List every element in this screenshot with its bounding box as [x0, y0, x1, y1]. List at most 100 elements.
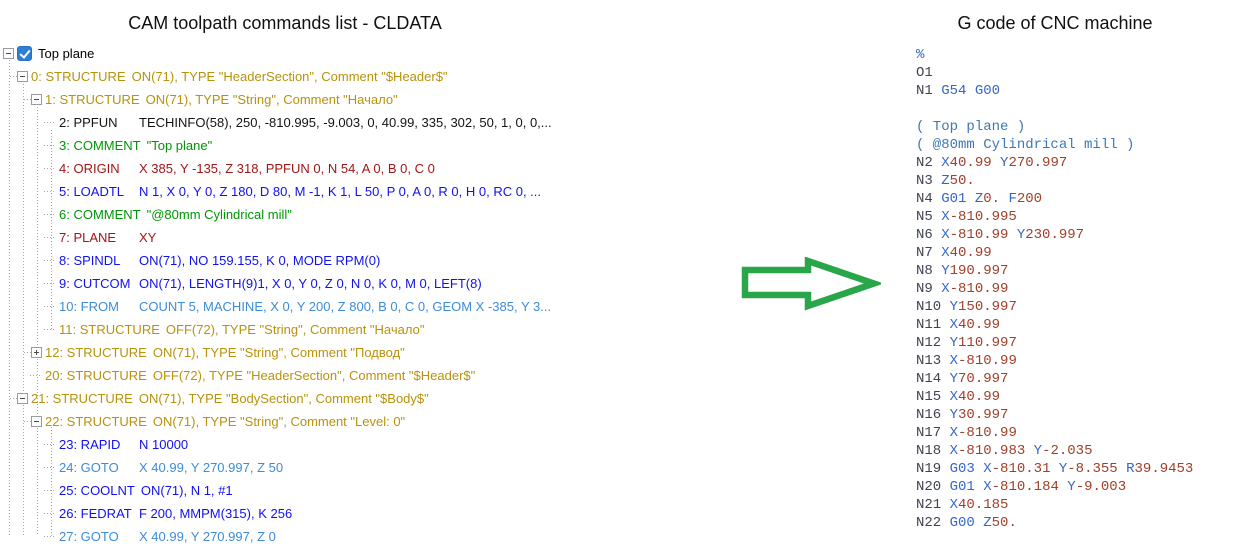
gcode-token: Y: [949, 299, 959, 315]
command-label: 1: STRUCTURE: [45, 92, 140, 107]
gcode-token: -810.99: [949, 281, 1009, 297]
gcode-token: Y: [949, 335, 959, 351]
tree-row-1[interactable]: 1: STRUCTURE ON(71), TYPE "String", Comme…: [0, 88, 740, 111]
gcode-token: R: [1126, 461, 1135, 477]
gcode-token: 40.99: [949, 245, 992, 261]
checkbox-top-plane[interactable]: [17, 46, 32, 61]
gcode-token: X: [949, 443, 959, 459]
gcode-token: 200: [1016, 191, 1043, 207]
command-params: ON(71), NO 159.155, K 0, MODE RPM(0): [139, 253, 381, 268]
gcode-token: N14: [916, 371, 942, 387]
tree-connector-line: [44, 467, 56, 468]
tree-row-23[interactable]: 23: RAPID N 10000: [0, 433, 740, 456]
gcode-line: N16 Y30.997: [916, 406, 1193, 424]
gcode-token: X: [941, 281, 950, 297]
gcode-token: -810.31: [991, 461, 1051, 477]
gcode-token: N3: [916, 173, 933, 189]
gcode-token: Y: [941, 263, 950, 279]
command-params: "@80mm Cylindrical mill": [146, 207, 292, 222]
command-params: N 10000: [139, 437, 189, 452]
gcode-token: N5: [916, 209, 933, 225]
expander-plus-icon[interactable]: [31, 347, 42, 358]
gcode-token: N4: [916, 191, 933, 207]
expander-minus-icon[interactable]: [31, 416, 42, 427]
green-arrow-right-icon: [741, 257, 881, 311]
gcode-token: X: [941, 227, 950, 243]
tree-connector-line: [44, 329, 56, 330]
gcode-line: O1: [916, 64, 1193, 82]
gcode-token: X: [949, 353, 959, 369]
command-params: COUNT 5, MACHINE, X 0, Y 200, Z 800, B 0…: [139, 299, 552, 314]
command-label: 3: COMMENT: [59, 138, 141, 153]
tree-connector-line: [44, 490, 56, 491]
left-panel-title: CAM toolpath commands list - CLDATA: [128, 13, 442, 33]
command-params: TECHINFO(58), 250, -810.995, -9.003, 0, …: [139, 115, 552, 130]
tree-connector-line: [10, 398, 17, 399]
command-label: 22: STRUCTURE: [45, 414, 147, 429]
gcode-line: N2 X40.99 Y270.997: [916, 154, 1193, 172]
gcode-token: F: [1008, 191, 1017, 207]
gcode-line: N12 Y110.997: [916, 334, 1193, 352]
gcode-token: 40.99: [958, 317, 1001, 333]
tree-row-6[interactable]: 6: COMMENT"@80mm Cylindrical mill": [0, 203, 740, 226]
tree-connector-line: [44, 444, 56, 445]
expander-minus-icon[interactable]: [17, 71, 28, 82]
command-params: OFF(72), TYPE "HeaderSection", Comment "…: [152, 368, 476, 383]
gcode-token: 50.: [949, 173, 975, 189]
command-params: XY: [139, 230, 157, 245]
gcode-token: ( @80mm Cylindrical mill ): [916, 137, 1135, 153]
gcode-token: -810.99: [958, 425, 1017, 441]
expander-minus-icon[interactable]: [3, 48, 14, 59]
command-label: 9: CUTCOM: [59, 276, 131, 291]
gcode-line: N18 X-810.983 Y-2.035: [916, 442, 1193, 460]
command-label: 25: COOLNT: [59, 483, 135, 498]
command-params: X 385, Y -135, Z 318, PPFUN 0, N 54, A 0…: [139, 161, 435, 176]
gcode-token: 270.997: [1008, 155, 1068, 171]
gcode-token: Y: [1000, 155, 1009, 171]
gcode-token: N2: [916, 155, 933, 171]
gcode-token: %: [916, 47, 925, 63]
tree-connector-line: [24, 352, 31, 353]
tree-root-label: Top plane: [38, 46, 95, 61]
gcode-token: X: [949, 425, 959, 441]
gcode-line: %: [916, 46, 1193, 64]
tree-connector-line: [44, 237, 56, 238]
gcode-line: N5 X-810.995: [916, 208, 1193, 226]
command-label: 23: RAPID: [59, 437, 121, 452]
gcode-line: N10 Y150.997: [916, 298, 1193, 316]
tree-connector-line: [24, 99, 31, 100]
tree-guide-line: [23, 84, 24, 536]
gcode-token: N15: [916, 389, 942, 405]
tree-row-3[interactable]: 3: COMMENT"Top plane": [0, 134, 740, 157]
command-label: 10: FROM: [59, 299, 119, 314]
expander-minus-icon[interactable]: [17, 393, 28, 404]
gcode-token: 50.: [991, 515, 1017, 531]
tree-row-10[interactable]: 10: FROM COUNT 5, MACHINE, X 0, Y 200, Z …: [0, 295, 740, 318]
command-params: ON(71), TYPE "String", Comment "Начало": [145, 92, 398, 107]
gcode-token: N12: [916, 335, 942, 351]
tree-root-top-plane[interactable]: Top plane: [0, 42, 740, 65]
gcode-token: G54: [941, 83, 967, 99]
gcode-line: N15 X40.99: [916, 388, 1193, 406]
gcode-token: N1: [916, 83, 933, 99]
expander-minus-icon[interactable]: [31, 94, 42, 105]
gcode-token: G01: [941, 191, 967, 207]
